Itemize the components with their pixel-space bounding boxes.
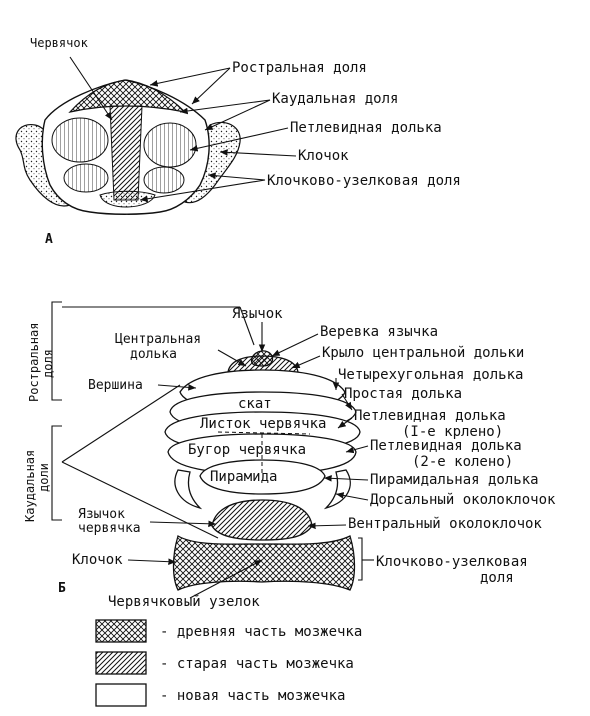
legend-text-ancient: - древняя часть мозжечка [160,624,362,640]
panel-a-leader-lines [69,56,297,203]
label-caudal-lobe: Каудальная доля [272,91,398,107]
label-flocculonodular-b-1: Клочково-узелковая [376,554,528,570]
label-ventral-paraflocculus: Вентральный околоклочок [348,516,542,532]
label-ansiform1-2: (I-е крлено) [402,424,503,440]
panel-b-inner-lines [217,431,311,474]
label-frenulum: Веревка язычка [320,324,438,340]
panel-b-drawing [164,350,361,591]
label-uvula-1: Язычок [78,507,125,522]
panel-a-drawing [15,79,241,215]
side-rostral-line1: Ростральная [27,323,41,402]
label-lingula: Язычок [232,306,283,322]
label-flocculonodular-b-2: доля [480,570,514,586]
label-quadrangular: Четырехугольная долька [338,367,523,383]
label-central-lobule-1: Центральная [115,332,201,347]
panel-b-labels: Язычок Центральная долька Веревка язычка… [58,306,556,610]
label-declive: скат [238,396,272,412]
label-ansiform-lobule: Петлевидная долька [290,120,442,136]
label-nodulus: Червячковый узелок [108,594,260,610]
label-tuber: Бугор червячка [188,442,306,458]
label-flocculus-b: Клочок [72,552,123,568]
legend-swatch-new [95,683,147,707]
label-pyramis: Пирамида [210,469,277,485]
legend: - древняя часть мозжечка - старая часть … [95,619,362,707]
label-ansiform1-1: Петлевидная долька [354,408,506,424]
side-rostral-line2: доля [41,349,55,378]
legend-swatch-old [95,651,147,675]
label-rostral-lobe: Ростральная доля [232,60,367,76]
panel-b-letter: Б [58,581,66,596]
panel-a-letter: А [45,232,53,247]
label-flocculus-a: Клочок [298,148,349,164]
panel-a-labels: Червячок Ростральная доля Каудальная дол… [30,36,461,247]
legend-text-old: - старая часть мозжечка [160,656,354,672]
label-pyramidal: Пирамидальная долька [370,472,539,488]
label-flocculonodular-a: Клочково-узелковая доля [267,173,461,189]
label-ansiform2-1: Петлевидная долька [370,438,522,454]
panel-b-side-labels: Ростральная доля Каудальная доли [23,323,55,522]
side-caudal-line1: Каудальная [23,450,37,522]
panel-b-leader-lines [127,322,374,599]
label-ansiform2-2: (2-е колено) [412,454,513,470]
label-simple: Простая долька [344,386,462,402]
side-caudal-line2: доли [37,463,51,492]
label-central-wing: Крыло центральной дольки [322,345,524,361]
label-folium: Листок червячка [200,416,326,432]
label-central-lobule-2: долька [130,347,177,362]
label-culmen: Вершина [88,378,143,393]
label-dorsal-paraflocculus: Дорсальный околоклочок [370,492,556,508]
label-vermis: Червячок [30,36,89,50]
legend-text-new: - новая часть мозжечка [160,688,345,704]
label-uvula-2: червячка [78,521,141,536]
legend-swatch-ancient [95,619,147,643]
panel-b-side-brackets [51,301,255,539]
